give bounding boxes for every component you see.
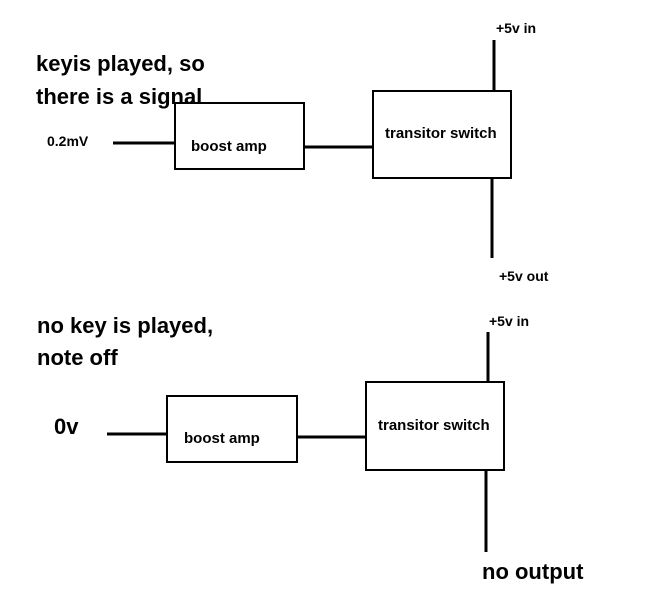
top-output-label: +5v out (499, 268, 549, 284)
bottom-input-label: 0v (54, 414, 79, 439)
bottom-transistor-switch-label: transitor switch (378, 417, 490, 434)
bottom-supply-label: +5v in (489, 313, 529, 329)
top-supply-label: +5v in (496, 20, 536, 36)
bottom-boost-amp-box (166, 395, 298, 463)
bottom-transistor-switch-box (365, 381, 505, 471)
top-input-label: 0.2mV (47, 133, 89, 149)
top-caption-line1: keyis played, so (36, 51, 205, 76)
bottom-caption-line1: no key is played, (37, 313, 213, 338)
bottom-scenario: no key is played, note off 0v boost amp … (37, 313, 584, 584)
top-transistor-switch-box (372, 90, 512, 179)
top-boost-amp-box (174, 102, 305, 170)
bottom-output-label: no output (482, 559, 584, 584)
bottom-boost-amp-label: boost amp (184, 430, 260, 447)
bottom-caption-line2: note off (37, 345, 118, 370)
top-scenario: keyis played, so there is a signal 0.2mV… (36, 20, 549, 284)
top-transistor-switch-label: transitor switch (385, 125, 497, 142)
top-boost-amp-label: boost amp (191, 138, 267, 155)
